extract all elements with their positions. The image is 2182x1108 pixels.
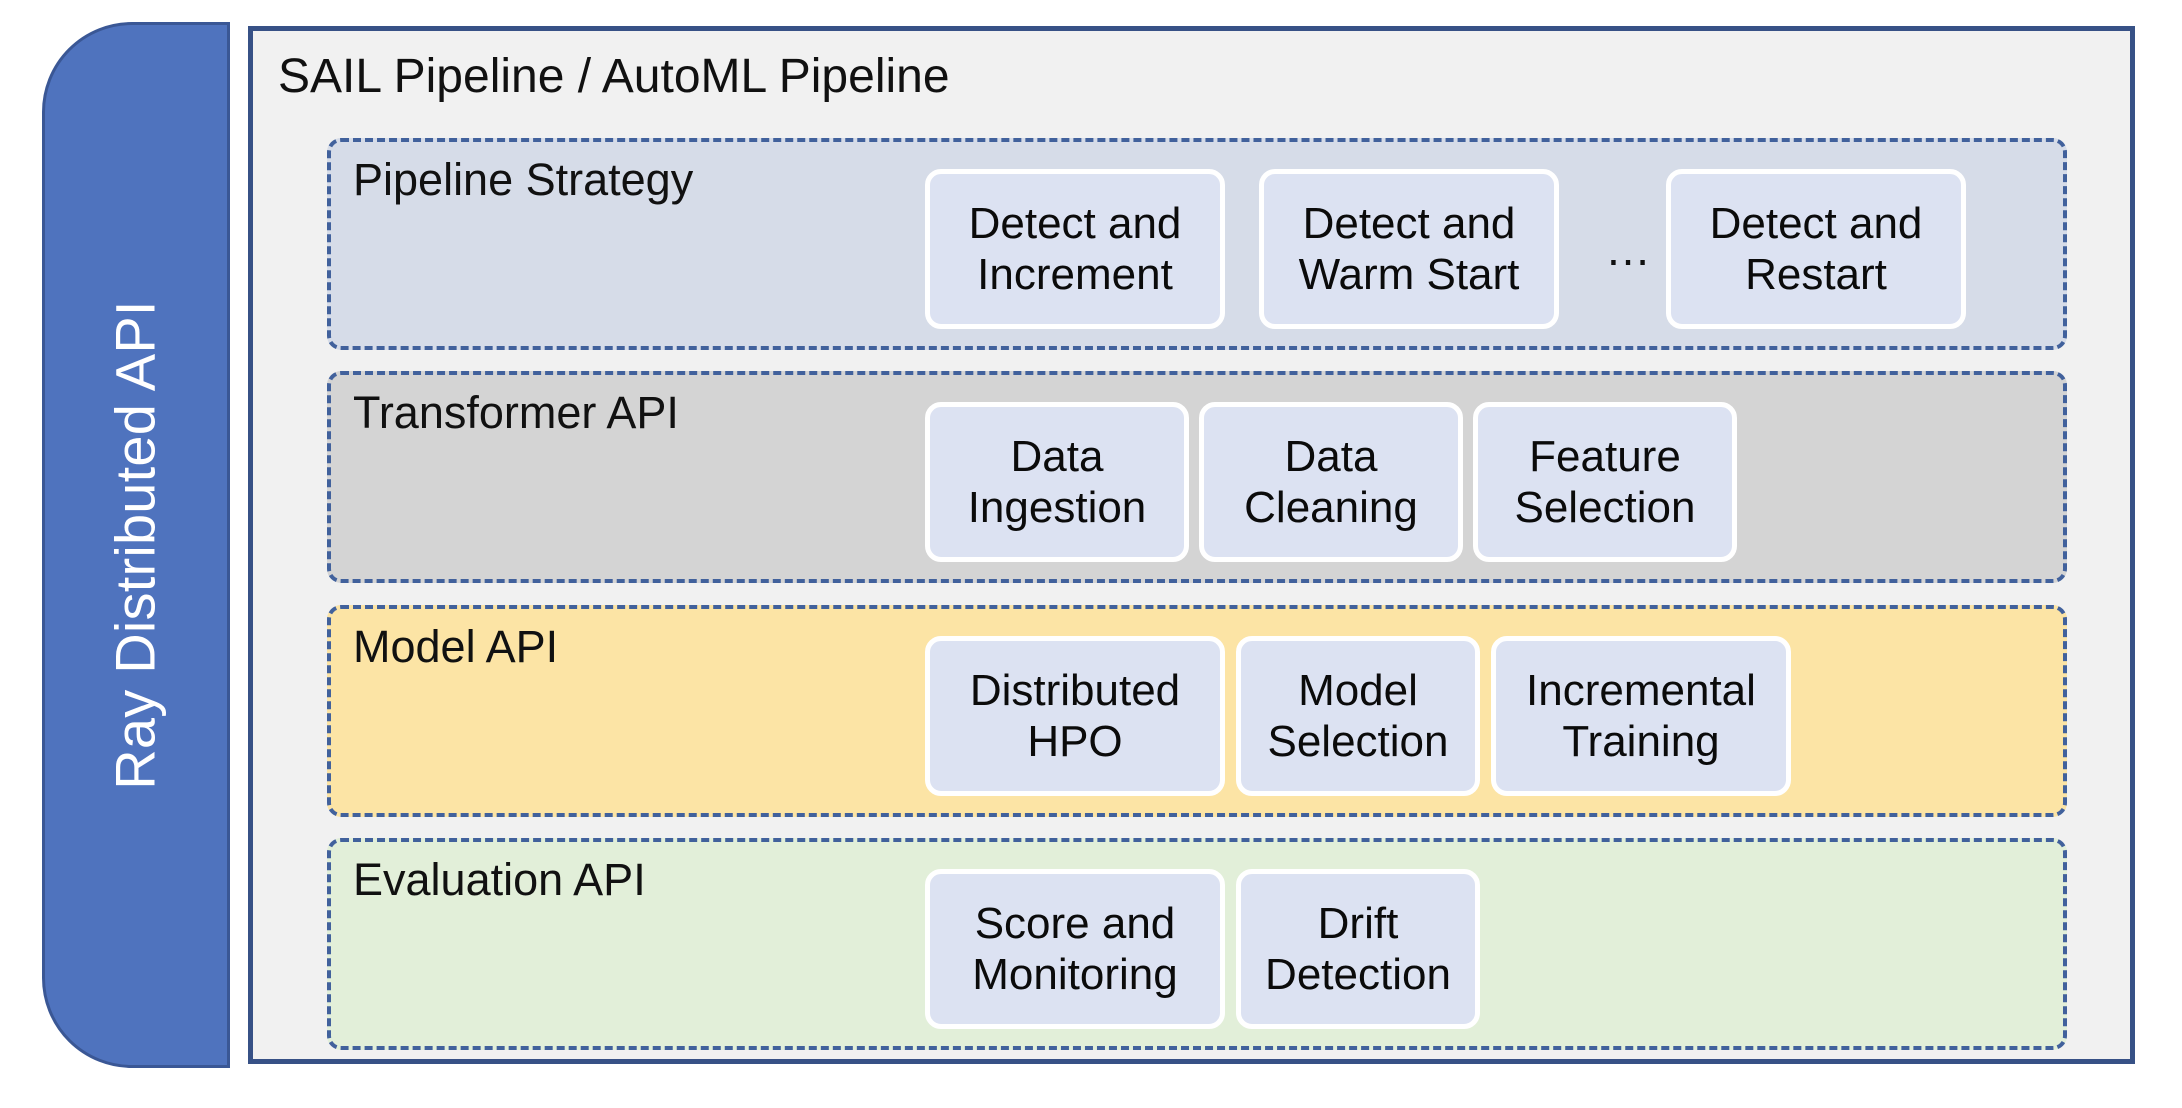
card-line-2: Cleaning (1244, 483, 1418, 532)
card-feature-selection[interactable]: Feature Selection (1473, 402, 1737, 562)
card-line-2: Selection (1267, 717, 1449, 766)
ellipsis-more-strategies: … (1605, 223, 1653, 275)
card-incremental-training[interactable]: Incremental Training (1491, 636, 1791, 796)
card-line-2: Ingestion (967, 483, 1147, 532)
layer-title-model-api: Model API (353, 621, 559, 672)
card-line-1: Feature (1529, 431, 1681, 481)
card-line-2: HPO (1027, 717, 1123, 766)
card-line-2: Monitoring (972, 950, 1178, 999)
layer-title-transformer-api: Transformer API (353, 387, 679, 438)
card-line-1: Data (1284, 431, 1378, 481)
card-line-1: Detect and (1709, 198, 1923, 248)
card-line-1: Score and (974, 898, 1176, 948)
layer-model-api: Model API Distributed HPO Model Selectio… (327, 605, 2067, 817)
layer-title-evaluation-api: Evaluation API (353, 854, 646, 905)
card-line-2: Restart (1745, 250, 1887, 299)
layer-evaluation-api: Evaluation API Score and Monitoring Drif… (327, 838, 2067, 1050)
card-score-and-monitoring[interactable]: Score and Monitoring (925, 869, 1225, 1029)
card-drift-detection[interactable]: Drift Detection (1236, 869, 1480, 1029)
card-line-2: Increment (977, 250, 1173, 299)
card-data-ingestion[interactable]: Data Ingestion (925, 402, 1189, 562)
ray-label-line-2: Distributed API (103, 300, 167, 674)
card-line-2: Selection (1514, 483, 1696, 532)
card-line-1: Data (1010, 431, 1104, 481)
card-model-selection[interactable]: Model Selection (1236, 636, 1480, 796)
panel-title: SAIL Pipeline / AutoML Pipeline (278, 50, 950, 103)
layer-transformer-api: Transformer API Data Ingestion Data Clea… (327, 371, 2067, 583)
layer-pipeline-strategy: Pipeline Strategy Detect and Increment D… (327, 138, 2067, 350)
card-line-2: Training (1562, 717, 1720, 766)
card-line-1: Detect and (1302, 198, 1516, 248)
card-line-1: Distributed (969, 665, 1181, 715)
card-line-2: Warm Start (1298, 250, 1520, 299)
card-line-1: Incremental (1526, 665, 1756, 715)
ray-label-line-1: Ray (103, 689, 167, 790)
card-detect-and-warm-start[interactable]: Detect and Warm Start (1259, 169, 1559, 329)
card-line-2: Detection (1265, 950, 1451, 999)
ray-distributed-api-label: Ray Distributed API (103, 300, 169, 789)
card-detect-and-restart[interactable]: Detect and Restart (1666, 169, 1966, 329)
card-distributed-hpo[interactable]: Distributed HPO (925, 636, 1225, 796)
card-line-1: Model (1298, 665, 1418, 715)
card-data-cleaning[interactable]: Data Cleaning (1199, 402, 1463, 562)
card-detect-and-increment[interactable]: Detect and Increment (925, 169, 1225, 329)
card-line-1: Detect and (968, 198, 1182, 248)
layer-title-pipeline-strategy: Pipeline Strategy (353, 154, 694, 205)
card-line-1: Drift (1317, 898, 1399, 948)
ray-distributed-api-band: Ray Distributed API (42, 22, 230, 1068)
sail-pipeline-panel: SAIL Pipeline / AutoML Pipeline Pipeline… (248, 26, 2135, 1064)
